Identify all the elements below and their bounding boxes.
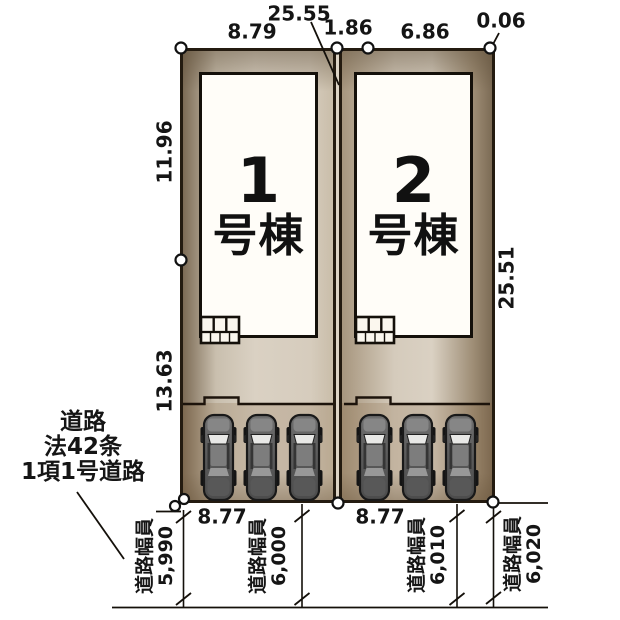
building-2-outline: 2 号棟: [354, 72, 473, 338]
building-1-number: 1: [236, 144, 281, 218]
dim-top-1: 8.79: [227, 19, 277, 44]
boundary-points: [168, 41, 500, 513]
dimension-ticks: [175, 509, 502, 606]
road-note-line3: 1項1号道路: [20, 459, 145, 485]
car-icon: [242, 413, 281, 502]
building-1-outline: 1 号棟: [199, 72, 318, 338]
entrance-porch-2: [354, 315, 396, 345]
entrance-porch-1: [199, 315, 241, 345]
dim-bottom-lot2: 8.77: [355, 504, 405, 529]
lot-1-parking-border: [183, 396, 333, 406]
car-icon: [441, 413, 480, 502]
road-classification-note: 道路 法42条 1項1号道路: [8, 410, 158, 485]
car-icon: [199, 413, 238, 502]
car-icon: [355, 413, 394, 502]
dim-top-4: 0.06: [476, 8, 526, 33]
dim-top-3: 6.86: [400, 19, 450, 44]
road-width-6010: 道路幅員 6,010: [406, 516, 449, 594]
dim-bottom-lot1: 8.77: [197, 504, 247, 529]
leader-road-note: [76, 491, 125, 560]
lot-2-parking-border: [344, 396, 490, 406]
road-note-line1: 道路: [60, 409, 106, 435]
dim-right-side: 25.51: [494, 246, 519, 310]
road-width-6020: 道路幅員 6,020: [502, 515, 545, 593]
dim-left-lower: 13.63: [152, 349, 177, 413]
dim-total-boundary: 25.55: [267, 1, 331, 26]
leader-total-boundary: [310, 21, 340, 86]
road-note-line2: 法42条: [43, 434, 122, 460]
dim-top-2: 1.86: [323, 15, 373, 40]
building-2-suffix: 号棟: [367, 209, 460, 263]
building-1-suffix: 号棟: [212, 209, 305, 263]
road-width-6000: 道路幅員 6,000: [247, 517, 290, 595]
road-width-5990: 道路幅員 5,990: [134, 517, 177, 595]
building-2-number: 2: [391, 144, 436, 218]
car-icon: [398, 413, 437, 502]
car-icon: [285, 413, 324, 502]
dim-left-upper: 11.96: [152, 120, 177, 184]
